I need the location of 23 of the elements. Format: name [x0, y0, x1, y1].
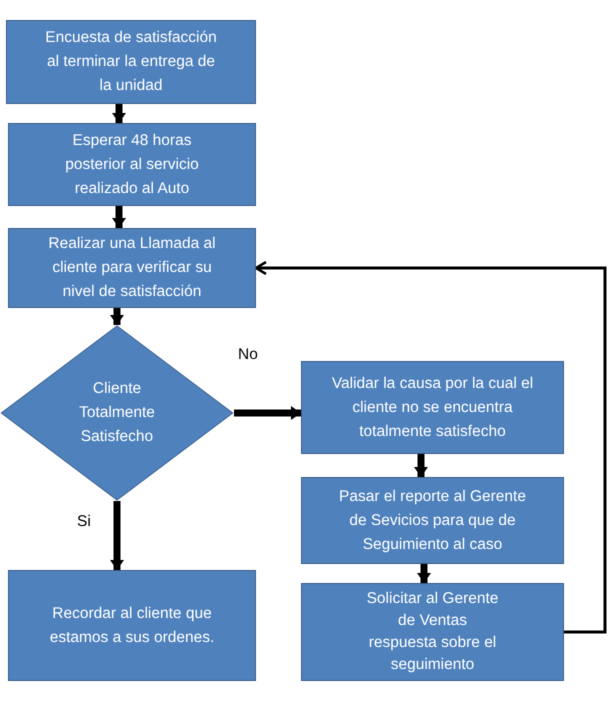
- arrow: [234, 406, 301, 420]
- process-box: [301, 477, 564, 564]
- step-text: Validar la causa por la cual el cliente no se encuentra totalmente satisfecho: [332, 374, 534, 442]
- arrow: [112, 206, 126, 228]
- process-box: [301, 583, 564, 681]
- step-text: Pasar el reporte al Gerente de Sevicios para que de Seguimiento al caso: [338, 486, 527, 554]
- process-box: [8, 123, 256, 206]
- step-text: Encuesta de satisfacción al terminar la entrega de la unidad: [44, 28, 218, 96]
- decision-diamond: [0, 325, 234, 501]
- arrow: [110, 308, 124, 325]
- arrow: [414, 454, 428, 477]
- step-text: Solicitar al Gerente de Ventas respuesta sobre el seguimiento: [366, 589, 498, 675]
- process-box: [8, 228, 256, 308]
- arrow: [110, 501, 124, 570]
- process-box: [301, 361, 564, 454]
- arrow: [112, 104, 126, 123]
- arrow: [417, 564, 431, 583]
- step-text: Realizar una Llamada al cliente para verificar su nivel de satisfacción: [47, 234, 217, 302]
- decision-text: Cliente Totalmente Satisfecho: [78, 379, 156, 447]
- process-box: [8, 570, 256, 681]
- step-text: Recordar al cliente que estamos a sus ordenes.: [48, 604, 216, 648]
- step-text: Esperar 48 horas posterior al servicio realizado al Auto: [64, 130, 200, 198]
- process-box: [6, 20, 256, 104]
